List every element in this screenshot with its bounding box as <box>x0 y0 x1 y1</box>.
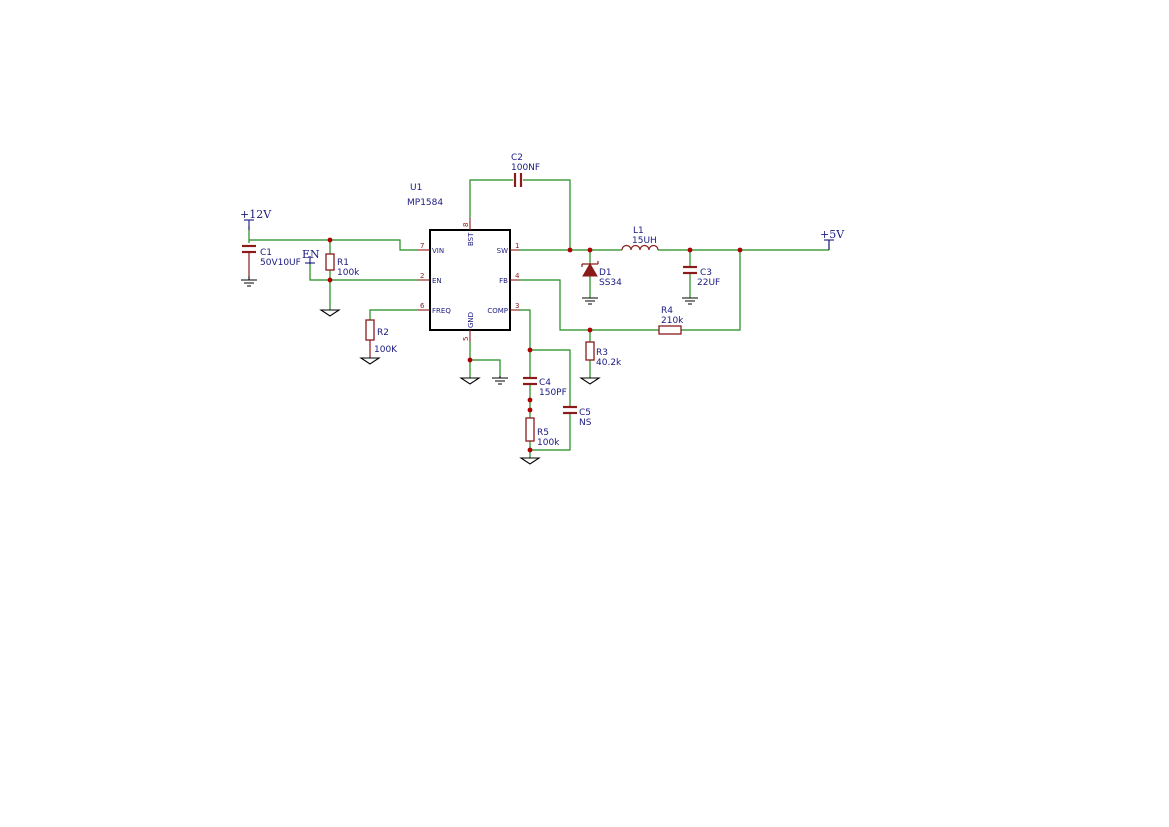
junction-dot <box>527 447 533 453</box>
c3-value: 22UF <box>697 278 720 288</box>
junction-dot <box>327 237 333 243</box>
resistor-r5[interactable]: R5 100k <box>525 417 560 448</box>
r1-ref: R1 <box>337 258 349 268</box>
pin-en-name: EN <box>432 277 442 285</box>
junctions <box>327 237 743 453</box>
ground-symbol-u1-earth <box>492 376 508 385</box>
pin-comp-num: 3 <box>515 302 519 310</box>
r2-ref: R2 <box>377 328 389 338</box>
ground-symbol-d1 <box>582 297 598 305</box>
capacitor-c1[interactable]: C1 50V10UF <box>242 244 301 276</box>
pin-comp-name: COMP <box>487 307 508 315</box>
c4-ref: C4 <box>539 378 551 388</box>
ground-symbol-r5 <box>519 457 541 465</box>
pin-freq-num: 6 <box>420 302 425 310</box>
ground-symbol-r3 <box>579 377 601 385</box>
junction-dot <box>587 327 593 333</box>
pin-fb-num: 4 <box>515 272 520 280</box>
ic-u1[interactable]: U1 MP1584 VIN 7 EN 2 FREQ 6 SW 1 FB 4 CO… <box>407 183 520 342</box>
pin-bst-name: BST <box>467 232 475 246</box>
inductor-l1[interactable]: L1 15UH <box>621 226 659 251</box>
capacitor-c4[interactable]: C4 150PF <box>523 376 567 398</box>
junction-dot <box>527 397 533 403</box>
junction-dot <box>567 247 573 253</box>
power-flag-5v: +5V <box>820 228 845 250</box>
r5-value: 100k <box>537 438 560 448</box>
pin-sw-num: 1 <box>515 242 519 250</box>
c2-value: 100NF <box>511 163 540 173</box>
r4-value: 210k <box>661 316 684 326</box>
net-flag-en: EN <box>302 248 320 264</box>
junction-dot <box>327 277 333 283</box>
resistor-r2[interactable]: R2 100K <box>365 319 398 358</box>
r1-value: 100k <box>337 268 360 278</box>
ground-symbol-c3 <box>682 297 698 305</box>
diode-d1[interactable]: D1 SS34 <box>581 261 622 288</box>
net-label-en: EN <box>302 248 320 261</box>
resistor-r1[interactable]: R1 100k <box>325 253 360 278</box>
ground-symbol-r1 <box>319 309 341 317</box>
junction-dot <box>467 357 473 363</box>
pin-vin-name: VIN <box>432 247 444 255</box>
c4-value: 150PF <box>539 388 567 398</box>
pin-fb-name: FB <box>499 277 508 285</box>
pin-freq-name: FREQ <box>432 307 451 315</box>
l1-value: 15UH <box>632 236 657 246</box>
c2-ref: C2 <box>511 153 523 163</box>
resistor-r3[interactable]: R3 40.2k <box>585 341 622 368</box>
c5-ref: C5 <box>579 408 591 418</box>
r4-ref: R4 <box>661 306 673 316</box>
d1-ref: D1 <box>599 268 612 278</box>
junction-dot <box>587 247 593 253</box>
wires <box>248 179 830 458</box>
pin-vin-num: 7 <box>420 242 424 250</box>
capacitor-c2[interactable]: C2 100NF <box>511 153 540 187</box>
ic-u1-value: MP1584 <box>407 198 443 208</box>
r3-ref: R3 <box>596 348 608 358</box>
c5-value: NS <box>579 418 592 428</box>
pin-sw-name: SW <box>497 247 508 255</box>
pin-bst-num: 8 <box>462 223 470 227</box>
junction-dot <box>687 247 693 253</box>
ground-symbol-c1 <box>241 276 257 287</box>
c1-value: 50V10UF <box>260 258 301 268</box>
pin-gnd-name: GND <box>467 312 475 328</box>
c3-ref: C3 <box>700 268 712 278</box>
power-flag-12v: +12V <box>240 208 272 230</box>
c1-ref: C1 <box>260 248 272 258</box>
ic-u1-ref: U1 <box>410 183 422 193</box>
junction-dot <box>737 247 743 253</box>
r3-value: 40.2k <box>596 358 622 368</box>
r5-ref: R5 <box>537 428 549 438</box>
d1-value: SS34 <box>599 278 622 288</box>
junction-dot <box>527 347 533 353</box>
r2-value: 100K <box>374 345 398 355</box>
junction-dot <box>527 407 533 413</box>
net-label-12v: +12V <box>240 208 272 221</box>
pin-en-num: 2 <box>420 272 424 280</box>
capacitor-c5[interactable]: C5 NS <box>563 405 592 428</box>
net-label-5v: +5V <box>820 228 845 241</box>
pin-gnd-num: 5 <box>462 337 470 341</box>
l1-ref: L1 <box>633 226 644 236</box>
capacitor-c3[interactable]: C3 22UF <box>683 265 720 288</box>
ground-symbol-r2 <box>359 357 381 365</box>
ground-symbol-u1 <box>459 377 481 385</box>
resistor-r4[interactable]: R4 210k <box>658 306 684 335</box>
